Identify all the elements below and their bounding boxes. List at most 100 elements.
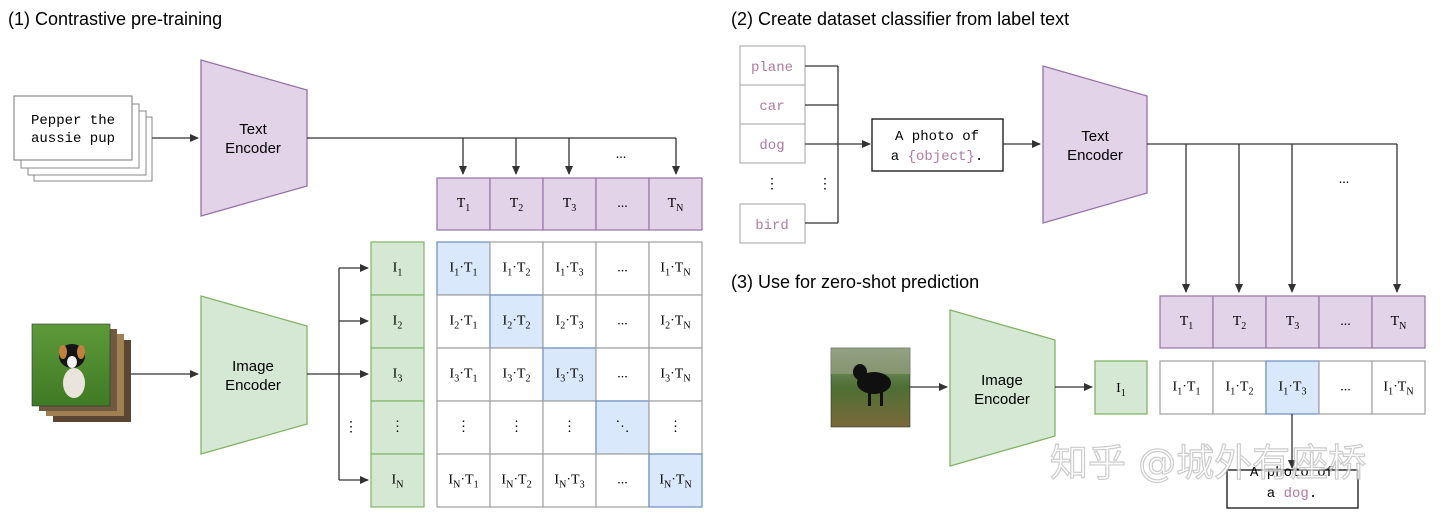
text-embedding-cell <box>1159 295 1214 349</box>
matrix-cell-label: ... <box>617 367 628 382</box>
image-encoder-label-1: Image <box>232 358 274 375</box>
text-embedding-label: T3 <box>1286 314 1300 332</box>
text-embedding-cell <box>648 177 703 231</box>
text-encoder2-label-2: Encoder <box>1067 147 1123 164</box>
image-embedding-cell <box>370 294 425 349</box>
text-encoder-classifier: Text Encoder <box>1042 65 1148 224</box>
matrix-cell-label: ⋮ <box>563 420 577 435</box>
text-embedding-cell <box>542 177 597 231</box>
matrix-cell-label: ⋮ <box>510 420 524 435</box>
matrix-cell <box>542 400 597 455</box>
text-encoder2-label-1: Text <box>1081 128 1109 145</box>
label-dog: dog <box>759 138 784 154</box>
text-embedding-cell <box>1212 295 1267 349</box>
matrix-cell-label: I1·T3 <box>556 261 584 279</box>
matrix-cell <box>648 400 703 455</box>
dog-photo-stack <box>31 323 131 422</box>
matrix-cell-label: I2·T3 <box>556 314 584 332</box>
image-encoder2-label-1: Image <box>981 372 1023 389</box>
text-embedding-label: T3 <box>563 196 577 214</box>
caption-line1: Pepper the <box>31 113 115 129</box>
matrix-cell <box>595 453 650 508</box>
matrix-cell-label: I1·T2 <box>503 261 531 279</box>
image-embedding-label: IN <box>392 473 404 491</box>
score-cell-label: ... <box>1340 380 1351 395</box>
score-cell <box>1371 360 1426 415</box>
score-cell-label: I1·T2 <box>1226 380 1254 398</box>
matrix-cell-label: I3·T3 <box>556 367 584 385</box>
matrix-cell-label: IN·T1 <box>448 473 478 491</box>
text-embedding-label: ... <box>1340 314 1351 329</box>
zero-shot-i1: I1 <box>1116 381 1126 399</box>
matrix-cell <box>648 347 703 402</box>
text-embedding-label: TN <box>668 196 684 214</box>
prompt-template-box: A photo of a {object}. <box>871 118 1004 172</box>
matrix-cell <box>489 241 544 296</box>
result-line1: A photo of <box>1250 465 1334 481</box>
matrix-cell <box>436 400 491 455</box>
label-list-vdots: ⋮ <box>765 177 779 192</box>
matrix-cell-label: ⋮ <box>669 420 683 435</box>
label-bus-vdots: ⋮ <box>818 177 832 192</box>
matrix-cell <box>542 453 597 508</box>
bus-ellipsis-1: ... <box>616 147 627 162</box>
image-embedding-cell <box>370 453 425 508</box>
template-line1: A photo of <box>895 129 979 145</box>
text-embedding-label: T2 <box>510 196 524 214</box>
image-embedding-cell <box>370 347 425 402</box>
watermark: 知乎 @城外有座桥 <box>1050 441 1366 485</box>
matrix-cell-label: ... <box>617 473 628 488</box>
matrix-cell <box>436 453 491 508</box>
caption-stack: Pepper the aussie pup <box>13 95 153 182</box>
score-cell <box>1318 360 1373 415</box>
matrix-cell <box>489 453 544 508</box>
matrix-diagonal-cell <box>648 453 703 508</box>
matrix-cell-label: IN·T2 <box>501 473 531 491</box>
matrix-cell-label: I1·T1 <box>450 261 478 279</box>
text-embedding-cell <box>436 177 491 231</box>
score-cell <box>1212 360 1267 415</box>
score-cell-label: I1·TN <box>1383 380 1413 398</box>
section-title-pretraining: (1) Contrastive pre-training <box>8 9 222 29</box>
text-embedding-label: TN <box>1391 314 1407 332</box>
text-encoder-label-2: Encoder <box>225 140 281 157</box>
text-embedding-label: ... <box>617 196 628 211</box>
matrix-cell <box>648 241 703 296</box>
image-encoder2-label-2: Encoder <box>974 391 1030 408</box>
matrix-cell-label: IN·T3 <box>554 473 584 491</box>
score-cell-label: I1·T1 <box>1173 380 1201 398</box>
bus-vdots-1: ⋮ <box>344 420 358 435</box>
section-title-zeroshot: (3) Use for zero-shot prediction <box>731 272 979 292</box>
text-encoder-pretraining: Text Encoder <box>200 59 308 217</box>
score-cell-selected <box>1265 360 1320 415</box>
matrix-cell <box>436 294 491 349</box>
text-embedding-label: T2 <box>1233 314 1247 332</box>
matrix-cell-label: ⋮ <box>457 420 471 435</box>
matrix-cell-label: IN·TN <box>659 473 691 491</box>
text-encoder-label-1: Text <box>239 121 267 138</box>
section-title-classifier: (2) Create dataset classifier from label… <box>731 9 1069 29</box>
matrix-cell <box>595 241 650 296</box>
image-embedding-label: I2 <box>393 314 403 332</box>
label-list: plane car dog bird ⋮ ⋮ <box>739 45 832 244</box>
matrix-cell-label: I2·T1 <box>450 314 478 332</box>
text-embedding-row-classifier: T1 T2 T3... TN <box>1159 295 1426 349</box>
text-embedding-cell <box>1318 295 1373 349</box>
matrix-cell-label: I2·T2 <box>503 314 531 332</box>
matrix-cell-label: I3·T2 <box>503 367 531 385</box>
matrix-cell-label: I3·T1 <box>450 367 478 385</box>
caption-line2: aussie pup <box>31 131 115 147</box>
matrix-cell-label: I2·TN <box>660 314 690 332</box>
label-car: car <box>759 99 784 115</box>
matrix-diagonal-cell <box>436 241 491 296</box>
text-embedding-label: T1 <box>1180 314 1194 332</box>
image-encoder-zeroshot: Image Encoder <box>949 309 1056 467</box>
text-embedding-cell <box>489 177 544 231</box>
matrix-cell-label: ... <box>617 314 628 329</box>
image-embedding-label: I3 <box>393 367 403 385</box>
matrix-cell <box>648 294 703 349</box>
